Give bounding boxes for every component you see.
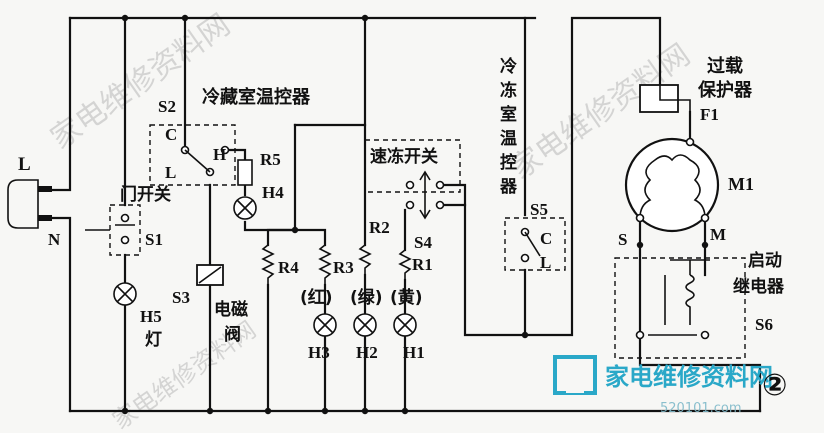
door-switch-s1: 门开关 S1 — [85, 184, 171, 256]
relay-left-wire — [638, 243, 762, 413]
h4-return — [243, 220, 297, 232]
h2-label: H2 — [356, 343, 378, 362]
r1-resistor — [398, 249, 412, 280]
plug-L-label: L — [18, 154, 31, 175]
s2-label: S2 — [158, 97, 176, 116]
compressor-motor-m1: M1 S M — [618, 137, 754, 249]
start-relay-label-2: 继电器 — [733, 276, 785, 297]
start-relay-label-1: 启动 — [748, 250, 782, 271]
s1-label: S1 — [145, 230, 163, 249]
lamp-label: 灯 — [145, 330, 162, 350]
plug-N-label: N — [48, 230, 61, 249]
r5-label: R5 — [260, 150, 281, 169]
figure-number: ② — [762, 368, 787, 403]
logo-text: 家电维修资料网 — [605, 363, 773, 391]
figure-number-label: ② — [762, 368, 787, 403]
fridge-thermostat-s2: S2 C L H 冷藏室温控器 — [149, 86, 311, 186]
s6-label: S6 — [755, 315, 773, 334]
r4-label: R4 — [278, 258, 299, 277]
h-left-label: H — [213, 145, 226, 164]
freezer-label-3: 室 — [500, 104, 517, 125]
red-label: (红) — [300, 287, 333, 308]
r3-resistor — [318, 244, 332, 285]
s5-label: S5 — [530, 200, 548, 219]
r5-feed — [223, 148, 247, 162]
power-plug: L N — [7, 154, 61, 249]
r2-resistor — [358, 244, 372, 275]
c-right-label: C — [540, 229, 552, 248]
r5-resistor — [237, 159, 253, 186]
solenoid-label-2: 阀 — [224, 324, 241, 345]
logo-url: 520101.com — [660, 401, 742, 416]
yellow-label: (黄) — [390, 287, 423, 308]
r3-upper — [293, 228, 327, 247]
h4-label: H4 — [262, 183, 284, 202]
watermark-text-1: 家电维修资料网 — [45, 7, 237, 156]
quick-freeze-switch-s4: 速冻开关 S4 — [364, 139, 461, 252]
quick-freeze-label: 速冻开关 — [370, 146, 438, 167]
overload-label-1: 过载 — [707, 55, 743, 77]
freezer-thermostat-s5: 冷 冻 室 温 控 器 S5 C L — [499, 56, 566, 272]
h5-label: H5 — [140, 307, 162, 326]
start-relay-s6: 启动 继电器 S6 — [614, 250, 785, 359]
r4-resistor — [261, 244, 275, 285]
green-label: (绿) — [350, 287, 383, 308]
h1-label: H1 — [403, 343, 425, 362]
freezer-label-1: 冷 — [500, 56, 517, 77]
r3-label: R3 — [333, 258, 354, 277]
quick-freeze-out — [443, 183, 527, 337]
indicator-lamps: (红) H3 (绿) H2 (黄) H1 — [300, 287, 425, 362]
freezer-label-5: 控 — [500, 152, 517, 173]
compressor-feed — [523, 16, 662, 337]
l-right-label: L — [540, 253, 551, 272]
c-left-label: C — [165, 125, 177, 144]
f1-label: F1 — [700, 105, 719, 124]
resistors: R4 R3 R2 R1 — [261, 218, 433, 285]
r2-label: R2 — [369, 218, 390, 237]
h3-label: H3 — [308, 343, 330, 362]
wiring — [50, 16, 762, 413]
r1-label: R1 — [412, 255, 433, 274]
r5-h4-group: R5 H4 — [233, 150, 284, 220]
junction-dots — [121, 14, 709, 415]
freezer-label-2: 冻 — [500, 80, 517, 101]
overload-label-2: 保护器 — [697, 79, 753, 101]
s4-label: S4 — [414, 233, 432, 252]
freezer-label-4: 温 — [500, 129, 517, 149]
lamp-h5: H5 灯 — [113, 282, 162, 350]
solenoid-valve-s3: S3 电磁 阀 — [172, 264, 248, 345]
door-switch-label: 门开关 — [120, 184, 171, 205]
freezer-label-6: 器 — [499, 177, 518, 197]
s-terminal-label: S — [618, 230, 627, 249]
solenoid-label-1: 电磁 — [214, 299, 248, 320]
watermark-logo: 家电维修资料网 520101.com — [553, 355, 773, 416]
live-feed-wire — [50, 16, 72, 192]
neutral-wire — [50, 216, 72, 413]
s3-label: S3 — [172, 288, 190, 307]
l-left-label: L — [165, 163, 176, 182]
m1-label: M1 — [728, 174, 754, 194]
m-terminal-label: M — [710, 225, 726, 244]
overload-protector-f1: 过载 保护器 F1 — [639, 55, 753, 124]
fridge-thermostat-label: 冷藏室温控器 — [202, 86, 311, 108]
